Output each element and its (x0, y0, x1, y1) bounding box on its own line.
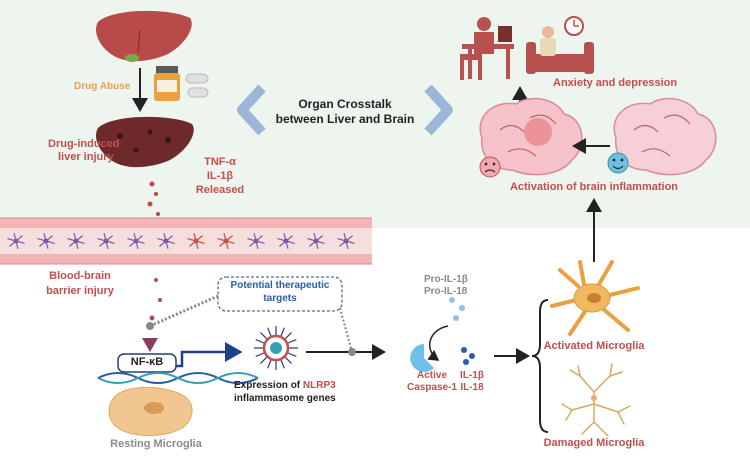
inflamed-brain-icon (479, 97, 583, 176)
blood-brain-barrier-band (0, 217, 372, 265)
nfkb-box (117, 353, 177, 373)
activated-microglia-label: Activated Microglia (543, 340, 645, 352)
target-line-right (339, 307, 353, 353)
barrier-cell (67, 233, 85, 249)
inflammasome-spike (280, 327, 285, 337)
inflammasome-spike (259, 356, 268, 365)
target-dot-left (146, 322, 154, 330)
brain-inflammation-label: Activation of brain inflammation (509, 181, 679, 193)
crosstalk-title-1: Organ Crosstalk (298, 97, 392, 111)
inflammasome-spike (284, 356, 293, 365)
inflammasome-spike (255, 352, 265, 357)
released-label: Released (195, 184, 245, 196)
clock-icon (564, 16, 584, 36)
inflammasome-spike (280, 359, 285, 369)
sad-person-couch-icon (526, 26, 594, 74)
healthy-liver-icon (95, 10, 192, 62)
damaged-liver-icon (95, 116, 194, 168)
barrier-cell (217, 233, 235, 249)
barrier-cells (7, 233, 355, 249)
barrier-cell (187, 233, 205, 249)
happy-face-icon (607, 152, 629, 174)
cleavage-arrow (427, 325, 449, 361)
nlrp3-label: NLRP3 (302, 380, 336, 391)
barrier-cell (7, 233, 25, 249)
barrier-cell (37, 233, 55, 249)
liver-injury-label-2: liver injury (58, 151, 114, 163)
nlrp3-inflammasome-icon (254, 326, 298, 370)
pro-il1b-label: Pro-IL-1β (424, 274, 468, 285)
inflammasome-spike (287, 352, 297, 357)
healthy-brain-icon (613, 97, 717, 176)
capsule-icon (185, 73, 209, 98)
barrier-cell (127, 233, 145, 249)
bbb-label-1: Blood-brain (49, 270, 111, 282)
anxiety-label: Anxiety and depression (553, 77, 678, 89)
resting-microglia-icon (108, 386, 193, 436)
il18-label: IL-18 (460, 382, 484, 393)
pro-il18-label: Pro-IL-18 (424, 286, 468, 297)
target-dot-right (348, 348, 356, 356)
crosstalk-title-2: between Liver and Brain (275, 112, 415, 126)
inflammasome-spike (287, 339, 297, 344)
bbb-label-2: barrier injury (46, 285, 114, 297)
pill-bottle-icon (154, 66, 180, 101)
chevron-left-icon (237, 84, 266, 136)
tnf-label: TNF-α (204, 156, 236, 168)
nfkb-arrow (176, 342, 243, 368)
inflammasome-spike (267, 359, 272, 369)
barrier-cell (337, 233, 355, 249)
barrier-cell (247, 233, 265, 249)
expression-label-1: Expression of NLRP3 (234, 380, 336, 391)
expression-label-2: inflammasome genes (234, 393, 336, 404)
targets-label-2: targets (263, 293, 297, 304)
inflammasome-spike (259, 331, 268, 340)
inflammasome-spike (255, 339, 265, 344)
active-label: Active (416, 370, 447, 381)
liver-injury-label-1: Drug-induced (48, 138, 120, 150)
pro-il-dots (449, 297, 465, 321)
il1b-released-label: IL-1β (206, 170, 234, 182)
caspase-label: Caspase-1 (406, 382, 458, 393)
stressed-person-icon (460, 17, 514, 80)
inflammasome-spike (284, 331, 293, 340)
sick-face-icon (479, 156, 501, 178)
drug-abuse-label: Drug Abuse (74, 81, 131, 92)
dna-icon (97, 372, 259, 384)
pathway-arrow-head (142, 338, 158, 352)
target-line-left (149, 294, 219, 328)
activated-microglia-icon (550, 260, 640, 336)
resting-microglia-label: Resting Microglia (110, 438, 202, 450)
damaged-microglia-icon (561, 363, 631, 437)
therapeutic-targets-box (217, 276, 343, 312)
inflammasome-spike (267, 327, 272, 337)
chevron-right-icon (424, 84, 453, 136)
barrier-cell (97, 233, 115, 249)
outcome-brace (531, 299, 549, 433)
barrier-cell (307, 233, 325, 249)
damaged-microglia-label: Damaged Microglia (543, 437, 645, 449)
il1b-label: IL-1β (460, 370, 484, 381)
barrier-cell (277, 233, 295, 249)
barrier-cell (157, 233, 175, 249)
targets-label-1: Potential therapeutic (230, 280, 330, 291)
mature-il-dots (461, 347, 475, 365)
active-caspase-icon (410, 344, 434, 372)
nfkb-label: NF-κB (130, 356, 164, 368)
